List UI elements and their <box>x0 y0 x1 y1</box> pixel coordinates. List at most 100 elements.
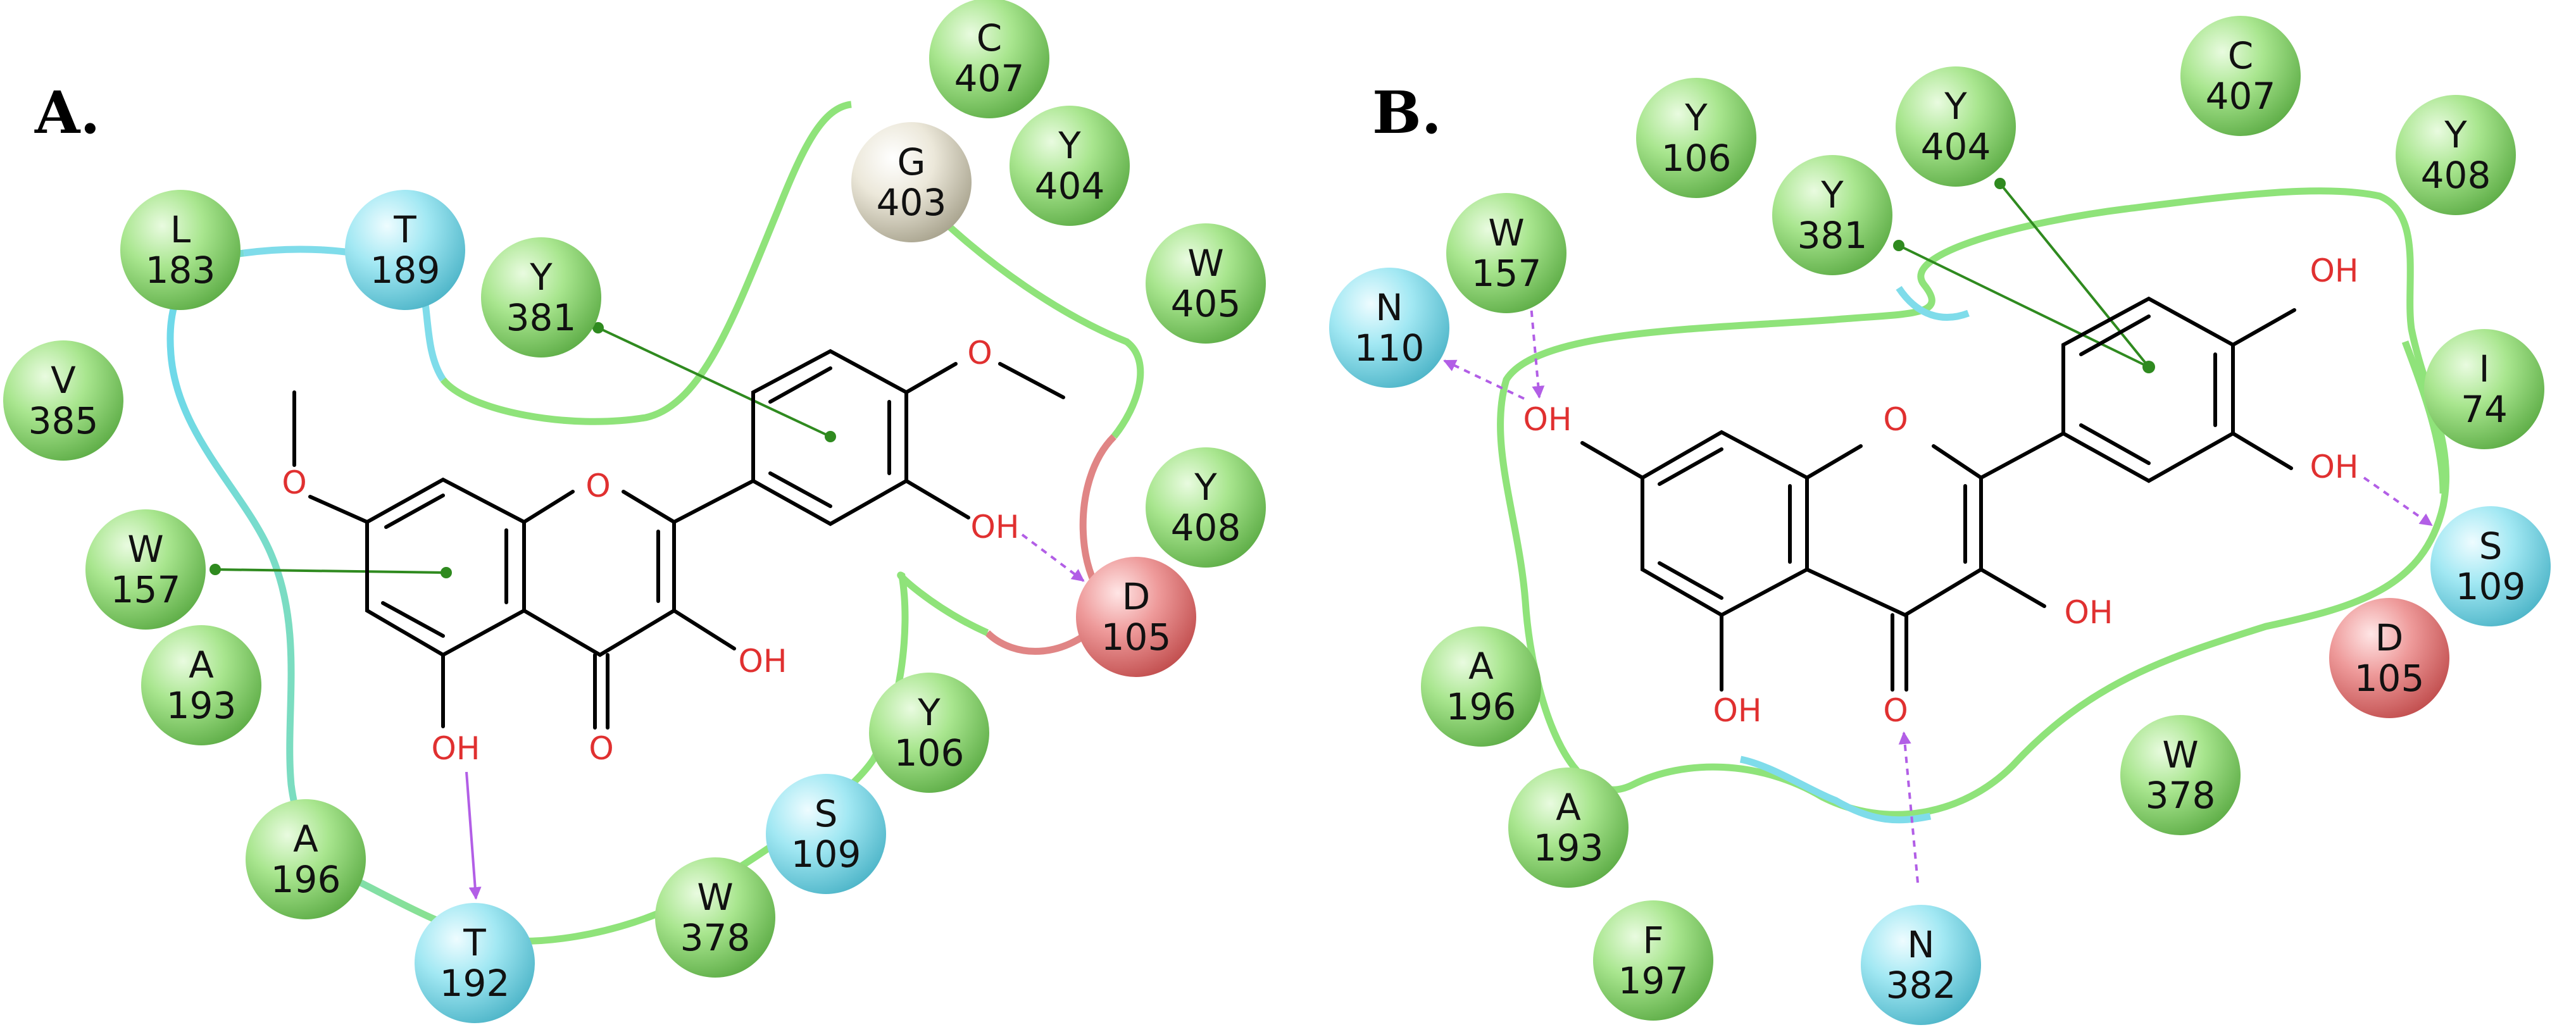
residue-letter: W <box>1187 242 1223 285</box>
residue-i74: I74 <box>2424 329 2544 449</box>
residue-letter: L <box>170 208 191 251</box>
atom-oh-ringb: OH <box>971 509 1020 545</box>
atom-oh-5: OH <box>432 730 480 767</box>
residue-bubble <box>246 799 366 919</box>
residue-letter: Y <box>1194 466 1217 509</box>
residue-bubble <box>2120 715 2241 835</box>
atom-oh-7: OH <box>1523 401 1572 438</box>
hbond-oh-n110 <box>1443 359 1525 400</box>
residue-bubble <box>1421 626 1541 747</box>
residue-number: 74 <box>2461 388 2508 431</box>
residue-bubble <box>869 673 989 793</box>
residue-letter: W <box>697 876 733 919</box>
residue-number: 408 <box>1171 506 1241 549</box>
residue-bubble <box>851 122 972 242</box>
residue-number: 381 <box>506 296 577 339</box>
residue-bubble <box>2430 506 2551 626</box>
pocket-outline-green-2 <box>922 200 1144 439</box>
residue-bubble <box>1446 193 1566 313</box>
residue-letter: C <box>977 16 1003 59</box>
residue-number: 193 <box>1534 826 1604 869</box>
ligand-b <box>1580 296 2296 692</box>
residue-bubble <box>1636 78 1756 198</box>
residue-bubble <box>1146 447 1266 568</box>
residue-letter: N <box>1907 923 1934 966</box>
residue-letter: Y <box>917 691 941 734</box>
residue-bubble <box>1861 905 1981 1025</box>
residue-bubble <box>1010 106 1130 226</box>
residue-bubble <box>345 190 465 310</box>
residue-number: 189 <box>370 249 441 292</box>
residue-number: 407 <box>954 57 1025 100</box>
residue-number: 109 <box>2456 565 2526 608</box>
residue-letter: A <box>189 643 214 687</box>
stacking-y404-b <box>1999 182 2150 368</box>
residue-number: 110 <box>1354 326 1425 370</box>
residue-bubble <box>2424 329 2544 449</box>
residue-bubble <box>2396 95 2516 215</box>
residue-letter: Y <box>2444 113 2467 156</box>
residue-number: 105 <box>1101 616 1172 659</box>
residue-letter: Y <box>529 256 553 299</box>
residue-letter: Y <box>1820 173 1844 216</box>
residue-bubble <box>2180 16 2301 136</box>
atom-o-carbonyl-b: O <box>1883 692 1908 729</box>
residue-bubble <box>120 190 241 310</box>
panel-b-label: B. <box>1372 78 1442 147</box>
residue-number: 196 <box>1446 685 1516 728</box>
pocket-outline-green <box>440 101 852 425</box>
pocket-outline-b-cyan <box>1896 285 1970 321</box>
residue-letter: W <box>2162 733 2198 776</box>
residue-number: 382 <box>1886 964 1956 1007</box>
residue-number: 407 <box>2206 75 2276 118</box>
residue-letter: S <box>2479 525 2503 568</box>
atom-o-ring-b: O <box>1883 401 1908 438</box>
residue-letter: S <box>815 792 838 835</box>
residue-number: 404 <box>1035 165 1105 208</box>
panel-a: A. <box>3 0 1266 1023</box>
pocket-outline-b-cyan-3 <box>2401 340 2447 494</box>
residue-letter: A <box>293 818 318 861</box>
residue-letter: Y <box>1684 96 1708 139</box>
residue-bubble <box>141 625 261 745</box>
residue-bubble <box>1772 155 1892 275</box>
residue-number: 381 <box>1798 214 1868 257</box>
panel-a-label: A. <box>34 78 100 147</box>
residue-bubble <box>1076 557 1196 677</box>
residue-bubble <box>3 340 123 461</box>
atom-oh-4prime: OH <box>2310 252 2359 289</box>
residue-letter: G <box>897 140 926 183</box>
atom-oh-5: OH <box>1713 692 1762 729</box>
residue-bubble <box>1329 268 1449 388</box>
residue-number: 105 <box>2354 657 2425 700</box>
hbond-oh-t192 <box>465 771 482 900</box>
residue-bubble <box>1508 768 1629 888</box>
atom-o-ring: O <box>585 468 610 504</box>
residue-letter: D <box>1122 575 1151 618</box>
residue-bubble <box>481 237 601 357</box>
atom-oh-3: OH <box>2065 594 2113 631</box>
stacking-y381-b <box>1898 244 2149 368</box>
ligand-a <box>292 349 1065 730</box>
